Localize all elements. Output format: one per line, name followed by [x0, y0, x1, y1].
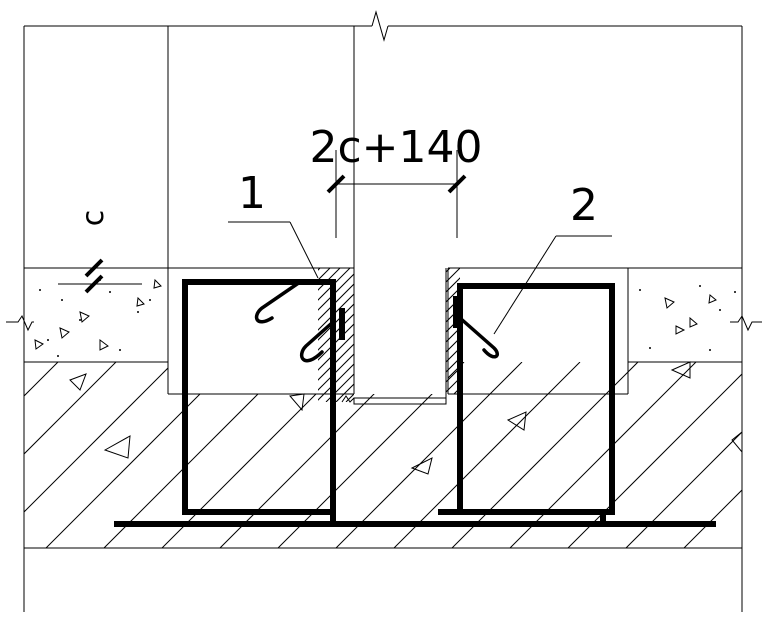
slab-aggregate: [69, 361, 743, 475]
hatch-line: [509, 362, 697, 548]
rebar-cage-right: [390, 283, 716, 527]
hatch-line: [318, 268, 351, 301]
hatch-line: [103, 362, 291, 548]
hook-1-upper: [254, 280, 302, 324]
hatch-line: [446, 277, 460, 293]
hatch-line: [451, 362, 639, 548]
hatch-line: [683, 362, 742, 548]
hatch-line: [161, 362, 349, 548]
cover-dimension: c: [58, 210, 142, 294]
callout-1-label: 1: [238, 168, 266, 219]
hatch-line: [318, 363, 354, 401]
hatch-line: [219, 362, 407, 548]
hatch-line: [446, 367, 460, 383]
hatch-line: [318, 293, 354, 331]
hatch-line: [24, 362, 175, 548]
hatch-line: [446, 317, 460, 333]
hatch-line: [318, 353, 354, 391]
hatch-line: [325, 373, 354, 402]
callout-1: 1: [228, 168, 319, 279]
hatch-line: [335, 362, 523, 548]
cover-label: c: [76, 210, 111, 227]
callout-2-label: 2: [570, 180, 598, 231]
hatch-line: [318, 283, 354, 321]
dimension-2c-140: 2c+140: [309, 122, 483, 238]
mortar-layer: [6, 267, 762, 395]
hatch-line: [318, 268, 331, 281]
hatch-line: [24, 362, 59, 548]
hatch-line: [45, 362, 233, 548]
hatch-line: [24, 362, 117, 548]
hatch-line: [277, 362, 465, 548]
dimension-label: 2c+140: [309, 122, 482, 173]
hatch-line: [567, 362, 742, 548]
joint-filler: [318, 268, 460, 405]
hatch-line: [625, 362, 742, 548]
rebar-cage-left: [114, 279, 438, 527]
slab-hatching: [24, 362, 742, 548]
hatch-line: [741, 362, 742, 548]
concrete-texture-right: [639, 285, 736, 351]
concrete-texture-left: [34, 278, 162, 357]
hatch-line: [393, 362, 581, 548]
hatch-line: [318, 268, 321, 271]
hook-1-lower: [300, 320, 335, 363]
callout-2: 2: [493, 180, 612, 335]
hatch-line: [318, 303, 354, 341]
hook-2: [458, 316, 499, 359]
hatch-line: [318, 333, 354, 371]
outline: [23, 10, 743, 612]
hatch-line: [318, 343, 354, 381]
hatch-line: [318, 273, 354, 311]
